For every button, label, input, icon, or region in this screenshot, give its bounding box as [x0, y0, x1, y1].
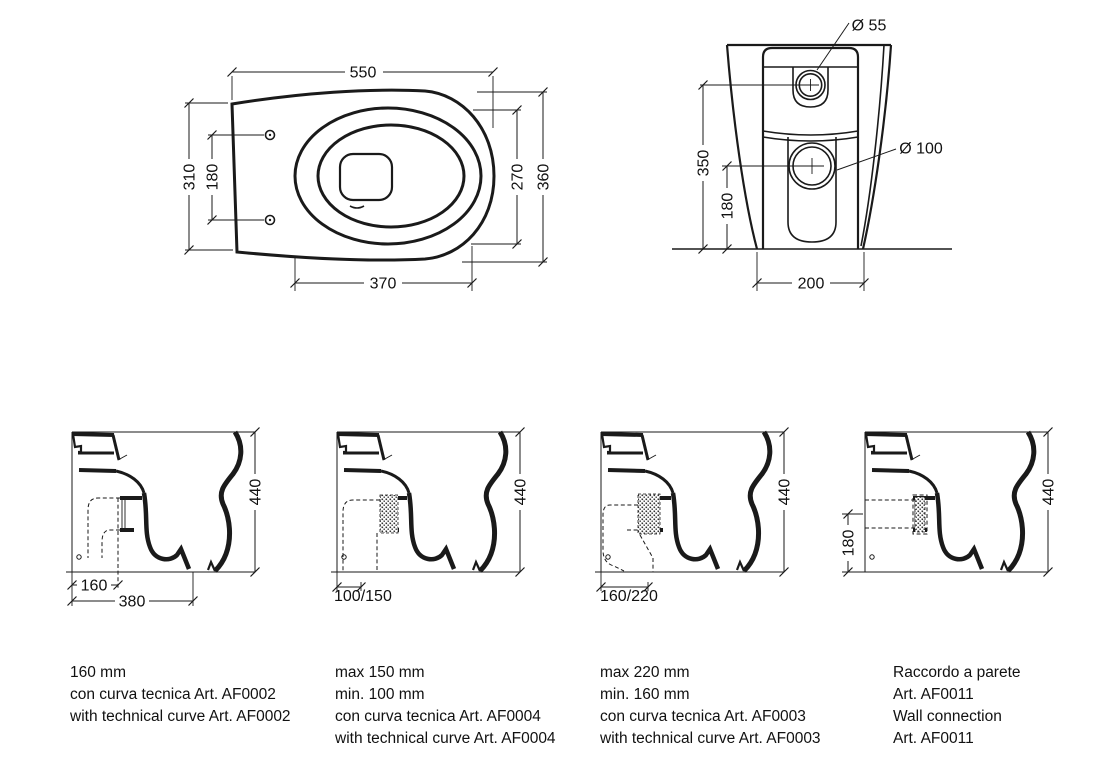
caption-line: Art. AF0011 — [893, 730, 974, 747]
caption-line: con curva tecnica Art. AF0003 — [600, 708, 806, 725]
caption-line: min. 160 mm — [600, 686, 690, 703]
dim-160-220-label: 160/220 — [600, 588, 658, 605]
caption-line: min. 100 mm — [335, 686, 425, 703]
drain-hole — [338, 152, 394, 202]
caption-line: Wall connection — [893, 708, 1002, 725]
dim-160-label: 160 — [81, 578, 108, 595]
fixing-hole-bottom — [264, 214, 276, 226]
dim-350-label: 350 — [696, 150, 713, 177]
caption-block-3: max 220 mm min. 160 mm con curva tecnica… — [600, 662, 821, 750]
fixing-hole-top — [264, 129, 276, 141]
dim-270-label: 270 — [510, 164, 527, 191]
outlet-diameter-label: Ø 100 — [899, 141, 943, 158]
caption-block-1: 160 mm con curva tecnica Art. AF0002 wit… — [70, 662, 291, 728]
caption-line: Art. AF0011 — [893, 686, 974, 703]
caption-line: max 150 mm — [335, 664, 425, 681]
dim-370-label: 370 — [370, 276, 397, 293]
dim-100-150-label: 100/150 — [334, 588, 392, 605]
side-view-1: 160 380 440 — [66, 428, 265, 611]
dim-550-label: 550 — [350, 65, 377, 82]
side-view-4: 180 440 — [840, 428, 1058, 577]
seat-outer-ring — [293, 106, 483, 246]
rear-view: Ø 55 Ø 100 350 180 200 — [672, 18, 952, 293]
dim-440-label-4: 440 — [1041, 479, 1058, 506]
inlet-diameter-label: Ø 55 — [852, 18, 887, 35]
dim-440-label-3: 440 — [777, 479, 794, 506]
caption-line: 160 mm — [70, 664, 126, 681]
caption-line: con curva tecnica Art. AF0004 — [335, 708, 541, 725]
dim-180-side-label: 180 — [841, 530, 858, 557]
caption-line: with technical curve Art. AF0003 — [600, 730, 821, 747]
bowl-inner-ring — [316, 123, 466, 229]
caption-block-2: max 150 mm min. 100 mm con curva tecnica… — [335, 662, 556, 750]
caption-line: with technical curve Art. AF0002 — [70, 708, 291, 725]
dim-360-label: 360 — [536, 164, 553, 191]
caption-line: with technical curve Art. AF0004 — [335, 730, 556, 747]
dim-200-label: 200 — [798, 276, 825, 293]
dim-380-label: 380 — [119, 594, 146, 611]
dim-180-label: 180 — [205, 164, 222, 191]
dim-440-label-1: 440 — [248, 479, 265, 506]
caption-line: max 220 mm — [600, 664, 690, 681]
caption-block-4: Raccordo a parete Art. AF0011 Wall conne… — [893, 662, 1021, 750]
side-view-3: 160/220 440 — [595, 428, 794, 605]
side-view-2: 100/150 440 — [331, 428, 530, 605]
caption-line: Raccordo a parete — [893, 664, 1021, 681]
top-view: 550 310 180 270 360 370 — [181, 64, 553, 293]
bowl-outline — [230, 88, 496, 262]
dim-310-label: 310 — [182, 164, 199, 191]
caption-line: con curva tecnica Art. AF0002 — [70, 686, 276, 703]
dim-180-rear-label: 180 — [720, 193, 737, 220]
dim-440-label-2: 440 — [513, 479, 530, 506]
